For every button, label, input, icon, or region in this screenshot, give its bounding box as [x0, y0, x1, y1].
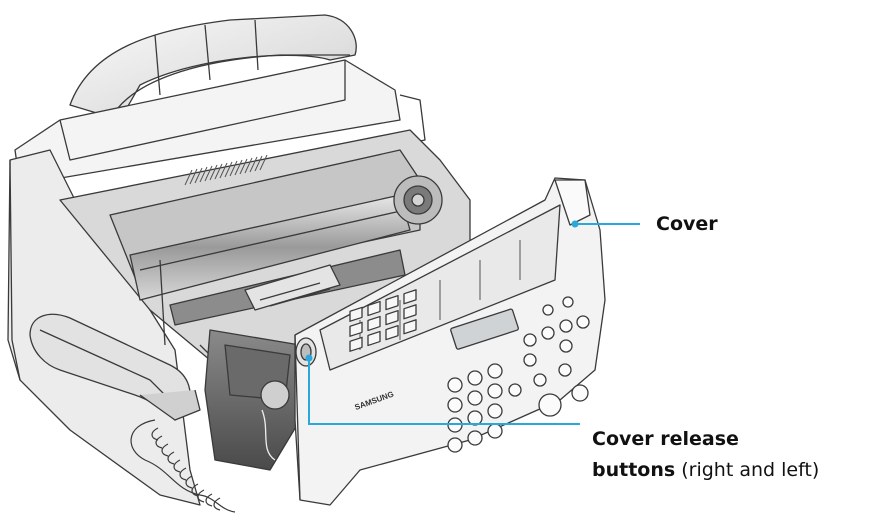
- buttons-word: buttons: [592, 459, 676, 481]
- cover-label: Cover: [656, 213, 718, 235]
- lcd-window: [450, 308, 519, 350]
- keypad: [447, 296, 590, 453]
- right-and-left-note: (right and left): [675, 459, 820, 481]
- cover-release-button-icon: [295, 337, 317, 367]
- release-leader-line: [308, 360, 580, 425]
- telephone-handset: [29, 313, 201, 421]
- chassis-interior: [59, 129, 471, 361]
- leader-lines: [308, 223, 640, 425]
- cover-release-label-line1: Cover release: [592, 428, 739, 450]
- vent-slots: [184, 154, 268, 186]
- gear-wheel: [393, 175, 443, 225]
- interior-mechanism: [204, 329, 301, 471]
- one-touch-keys: [349, 289, 417, 352]
- cover-release-label-line2: buttons (right and left): [592, 455, 819, 485]
- coiled-cord: [130, 419, 236, 513]
- release-leader-dot: [305, 354, 313, 362]
- paper-support-tray: [69, 14, 357, 121]
- chassis-left-side: [7, 149, 201, 506]
- cover-leader-dot: [571, 220, 579, 228]
